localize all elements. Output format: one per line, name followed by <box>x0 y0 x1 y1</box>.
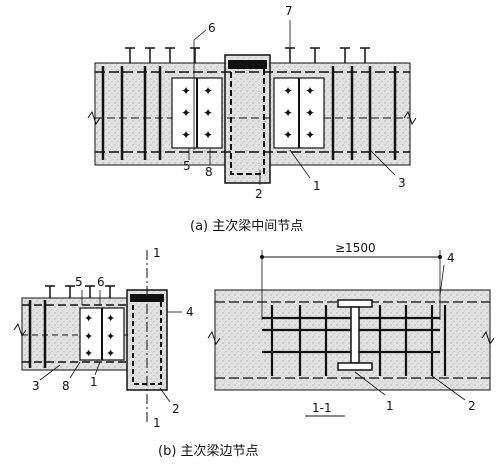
svg-text:✦: ✦ <box>305 106 315 120</box>
label-b-4: 4 <box>186 305 194 319</box>
svg-text:✦: ✦ <box>106 347 115 360</box>
stirrups-a <box>101 66 397 160</box>
svg-text:✦: ✦ <box>106 312 115 325</box>
svg-text:✦: ✦ <box>84 347 93 360</box>
label-a-7: 7 <box>285 4 293 18</box>
svg-text:✦: ✦ <box>283 84 293 98</box>
label-a-8: 8 <box>205 165 213 179</box>
svg-text:✦: ✦ <box>181 84 191 98</box>
dimension-text: ≥1500 <box>335 241 376 255</box>
label-a-6: 6 <box>208 21 216 35</box>
label-a-2: 2 <box>255 187 263 201</box>
main-beam-top-bar <box>228 60 267 69</box>
shear-studs-a <box>125 47 370 63</box>
svg-text:✦: ✦ <box>203 84 213 98</box>
i-beam-web <box>350 306 360 364</box>
caption-a: (a) 主次梁中间节点 <box>190 218 303 234</box>
label-s-4: 4 <box>447 251 455 265</box>
svg-text:✦: ✦ <box>283 128 293 142</box>
i-beam-bottom-flange <box>337 362 373 371</box>
label-b-5: 5 <box>75 275 83 289</box>
leaders-a <box>188 20 396 185</box>
label-a-3: 3 <box>398 176 406 190</box>
label-a-5: 5 <box>183 159 191 173</box>
svg-text:✦: ✦ <box>203 106 213 120</box>
main-beam-b-top-bar <box>130 294 164 302</box>
i-beam-top-flange <box>337 299 373 308</box>
section-title: 1-1 <box>312 401 332 415</box>
svg-text:✦: ✦ <box>203 128 213 142</box>
diagram-b-section: ≥1500 4 1 2 1-1 <box>207 241 495 417</box>
section-mark-top: 1 <box>153 246 161 260</box>
svg-text:✦: ✦ <box>305 128 315 142</box>
svg-text:✦: ✦ <box>106 330 115 343</box>
label-b-8: 8 <box>62 379 70 393</box>
section-mark-bottom: 1 <box>153 416 161 430</box>
svg-text:✦: ✦ <box>305 84 315 98</box>
label-b-1: 1 <box>90 375 98 389</box>
label-s-1: 1 <box>386 399 394 413</box>
svg-text:✦: ✦ <box>181 106 191 120</box>
diagram-b-left: ✦ ✦ ✦ ✦ ✦ ✦ 1 1 5 6 4 3 8 1 2 <box>13 246 194 430</box>
svg-text:✦: ✦ <box>283 106 293 120</box>
svg-text:✦: ✦ <box>84 330 93 343</box>
diagram-a: ✦ ✦ ✦ ✦ ✦ ✦ ✦ ✦ ✦ ✦ ✦ ✦ 6 7 5 8 2 1 3 (a) 主次梁中… <box>87 4 417 234</box>
label-b-3: 3 <box>32 379 40 393</box>
break-line-left <box>87 110 101 126</box>
bolts-a: ✦ ✦ ✦ ✦ ✦ ✦ ✦ ✦ ✦ ✦ ✦ ✦ <box>181 84 315 142</box>
svg-text:✦: ✦ <box>84 312 93 325</box>
label-b-6: 6 <box>97 275 105 289</box>
label-b-2: 2 <box>172 402 180 416</box>
svg-text:✦: ✦ <box>181 128 191 142</box>
main-beam-stirrup <box>230 65 265 175</box>
label-a-1: 1 <box>313 179 321 193</box>
main-beam <box>224 54 271 184</box>
caption-b: (b) 主次梁边节点 <box>158 443 259 459</box>
label-s-2: 2 <box>468 399 476 413</box>
